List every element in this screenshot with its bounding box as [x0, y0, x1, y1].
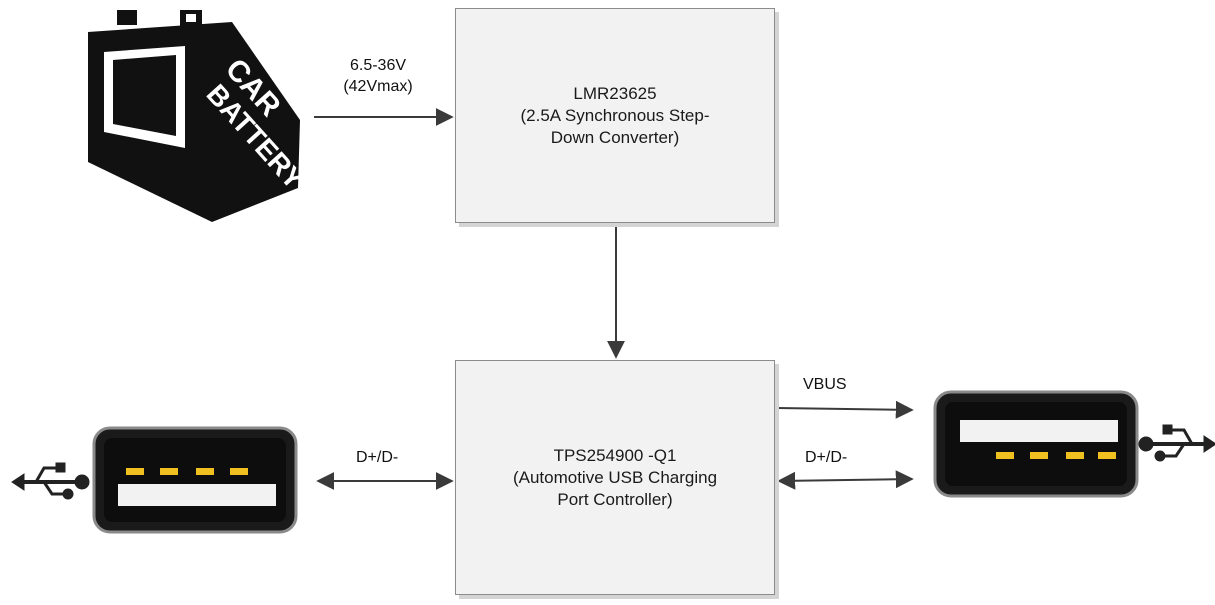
data-lines-label-left: D+/D- [356, 449, 399, 466]
converter-block: LMR23625 (2.5A Synchronous Step- Down Co… [455, 8, 775, 223]
input-voltage-label: 6.5-36V (42Vmax) [323, 55, 433, 97]
controller-description-line2: Port Controller) [557, 489, 673, 509]
vbus-label: VBUS [803, 376, 847, 393]
usb-symbol-icon [1138, 424, 1215, 462]
input-voltage-range: 6.5-36V [349, 57, 407, 74]
input-voltage-max: (42Vmax) [343, 78, 413, 95]
controller-block: TPS254900 -Q1 (Automotive USB Charging P… [455, 360, 775, 595]
converter-part-number: LMR23625 [573, 83, 657, 103]
converter-description-line1: (2.5A Synchronous Step- [520, 105, 710, 125]
arrow-data-right [777, 470, 914, 490]
data-lines-label-right: D+/D- [805, 449, 848, 466]
car-battery-icon: CAR BATTERY [88, 10, 310, 222]
converter-description-line2: Down Converter) [550, 127, 680, 147]
usb-port-icon [92, 426, 298, 534]
usb-port-icon [933, 390, 1139, 498]
controller-part-number: TPS254900 -Q1 [553, 445, 677, 465]
arrow-vbus [776, 400, 914, 419]
controller-description-line1: (Automotive USB Charging [512, 467, 718, 487]
usb-symbol-icon [11, 462, 90, 500]
